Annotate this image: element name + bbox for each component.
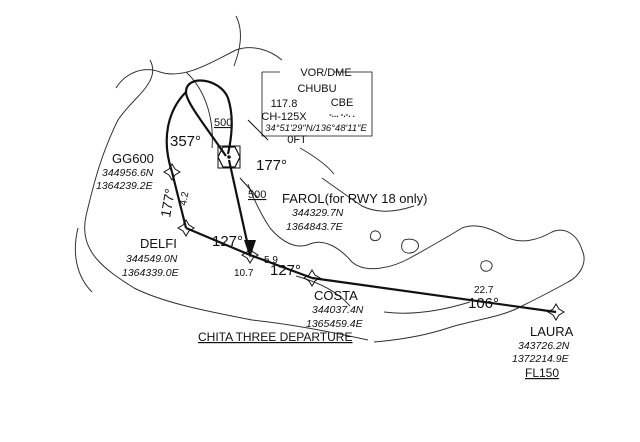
fix-laura-altitude: FL150	[525, 366, 559, 380]
course-127-costa: 127°	[270, 262, 301, 279]
route-cbe-farol	[227, 159, 252, 256]
route-labels: 357° 177° 177° 127° 127° 106° 4.2 5.9 10…	[157, 117, 499, 312]
fix-laura-symbol	[547, 303, 565, 321]
fix-laura-name: LAURA	[530, 324, 574, 339]
route-delfi-farol	[185, 226, 251, 257]
fix-costa-lon: 1365459.4E	[306, 318, 364, 330]
route-arrowhead	[244, 240, 256, 258]
fix-delfi-lon: 1364339.0E	[122, 267, 180, 279]
fix-gg600-symbol	[163, 163, 181, 181]
fix-costa-lat: 344037.4N	[312, 304, 364, 316]
distance-10-7: 10.7	[234, 268, 254, 279]
fix-delfi-name: DELFI	[140, 236, 177, 251]
procedure-title: CHITA THREE DEPARTURE	[198, 330, 352, 344]
route-turn-north	[184, 79, 233, 157]
coastline	[74, 15, 585, 343]
altitude-500-upper: 500	[214, 117, 232, 129]
fix-labels: GG600 344956.6N 1364239.2E FAROL(for RWY…	[96, 151, 574, 380]
navaid-elevation: 0FT	[287, 134, 307, 146]
fix-gg600-name: GG600	[112, 151, 154, 166]
route-to-gg600	[165, 91, 187, 173]
fix-costa-name: COSTA	[314, 288, 358, 303]
fix-laura-lat: 343726.2N	[518, 340, 570, 352]
navaid-frequency: 117.8	[271, 98, 298, 110]
route-network	[165, 79, 557, 314]
vor-dme-icon	[217, 145, 241, 169]
route-farol-costa	[249, 253, 313, 280]
distance-5-9: 5.9	[264, 255, 278, 266]
navaid-channel: CH-125X	[261, 111, 307, 123]
fix-delfi-lat: 344549.0N	[126, 253, 178, 265]
fix-gg600-lon: 1364239.2E	[96, 180, 154, 192]
navaid-name: CHUBU	[297, 83, 336, 95]
course-127-delfi: 127°	[212, 233, 243, 250]
navaid-coordinates: 34°51′29″N/136°48′11″E	[265, 123, 367, 134]
navaid-morse-code: -... -.-. .	[329, 110, 355, 119]
course-177-vertical: 177°	[157, 187, 178, 218]
route-costa-laura	[311, 276, 557, 314]
fix-delfi-symbol	[177, 219, 195, 237]
fix-symbols	[163, 145, 565, 321]
navaid-type: VOR/DME	[300, 67, 351, 79]
navaid-info-box: VOR/DME CHUBU 117.8 CBE -... -.-. . CH-1…	[261, 67, 373, 146]
route-gg600-delfi	[170, 171, 188, 229]
altitude-500-lower: 500	[248, 189, 266, 201]
fix-farol-lat: 344329.7N	[292, 207, 344, 219]
course-357: 357°	[170, 133, 201, 150]
fix-farol-lon: 1364843.7E	[286, 221, 344, 233]
fix-farol-symbol	[241, 246, 259, 264]
distance-4-2: 4.2	[178, 190, 191, 206]
distance-22-7: 22.7	[474, 285, 494, 296]
leader-500-upper	[247, 119, 269, 141]
fix-farol-name: FAROL(for RWY 18 only)	[282, 191, 427, 206]
fix-gg600-lat: 344956.6N	[102, 167, 154, 179]
course-106: 106°	[468, 295, 499, 312]
course-177: 177°	[256, 157, 287, 174]
leader-500-lower	[239, 177, 259, 199]
fix-costa-symbol	[303, 269, 321, 287]
navaid-ident: CBE	[331, 97, 354, 109]
fix-laura-lon: 1372214.9E	[512, 353, 570, 365]
